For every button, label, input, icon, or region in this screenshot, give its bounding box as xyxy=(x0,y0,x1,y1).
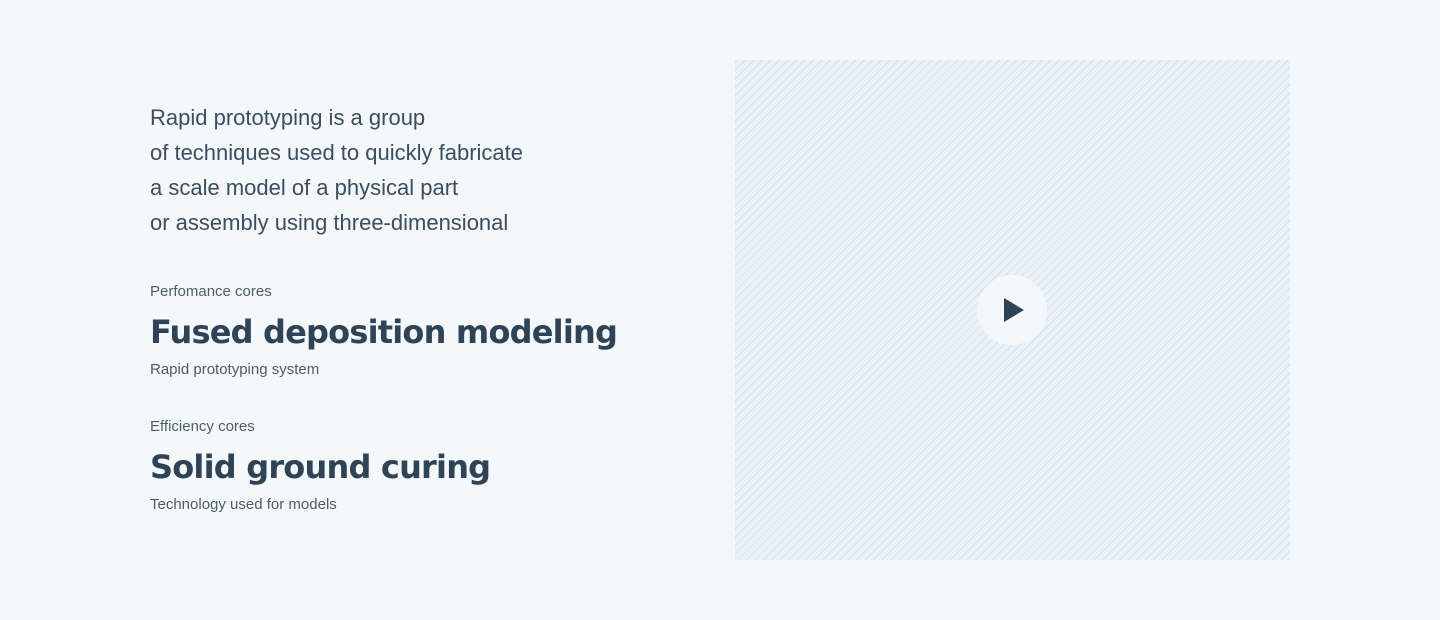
feature-title: Solid ground curing xyxy=(150,448,491,486)
feature-eyebrow: Efficiency cores xyxy=(150,418,255,435)
intro-line: or assembly using three-dimensional xyxy=(150,210,509,235)
intro-line: Rapid prototyping is a group xyxy=(150,105,426,130)
play-button[interactable] xyxy=(977,275,1047,345)
feature-eyebrow: Perfomance cores xyxy=(150,283,272,300)
feature-subtitle: Technology used for models xyxy=(150,496,337,513)
feature-performance-cores: Perfomance cores Fused deposition modeli… xyxy=(150,281,670,381)
intro-paragraph: Rapid prototyping is a group of techniqu… xyxy=(150,100,670,240)
intro-line: a scale model of a physical part xyxy=(150,175,459,200)
feature-title: Fused deposition modeling xyxy=(150,313,618,351)
feature-subtitle: Rapid prototyping system xyxy=(150,361,320,378)
video-placeholder[interactable] xyxy=(735,60,1290,560)
intro-section: Rapid prototyping is a group of techniqu… xyxy=(150,100,670,513)
feature-efficiency-cores: Efficiency cores Solid ground curing Tec… xyxy=(150,416,670,516)
intro-line: of techniques used to quickly fabricate xyxy=(150,140,524,165)
play-icon xyxy=(1004,298,1024,322)
